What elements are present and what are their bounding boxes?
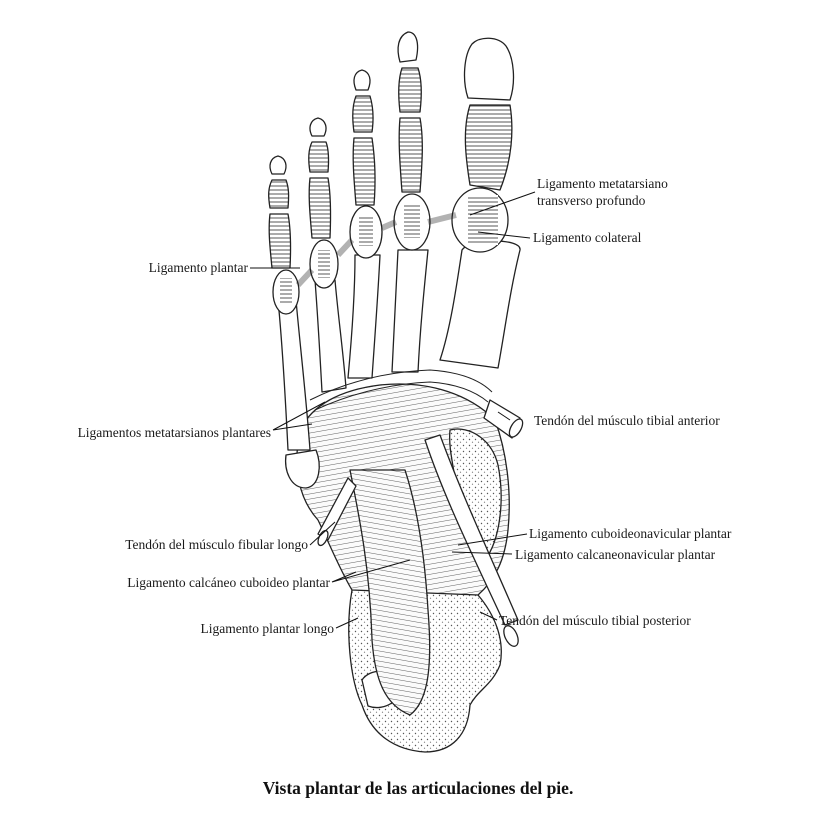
foot-illustration xyxy=(268,31,524,753)
label-tendon-tibial-posterior: Tendón del músculo tibial posterior xyxy=(499,613,691,628)
label-transverso-profundo: transverso profundo xyxy=(537,193,646,208)
label-lig-colateral: Ligamento colateral xyxy=(533,230,642,245)
figure-caption: Vista plantar de las articulaciones del … xyxy=(262,778,574,798)
label-tendon-tibial-anterior: Tendón del músculo tibial anterior xyxy=(534,413,720,428)
label-lig-metatarsiano: Ligamento metatarsiano xyxy=(537,176,668,191)
metatarsal-2 xyxy=(391,249,429,373)
label-lig-calcaneo-cuboideo: Ligamento calcáneo cuboideo plantar xyxy=(127,575,330,590)
hallux-proximal xyxy=(464,104,513,191)
metatarsal-3 xyxy=(347,254,381,379)
hallux-distal xyxy=(463,37,515,101)
long-plantar-ligament xyxy=(349,469,431,716)
label-lig-plantar: Ligamento plantar xyxy=(149,260,249,275)
label-tendon-fibular-longo: Tendón del músculo fibular longo xyxy=(125,537,308,552)
label-lig-cuboideonavicular: Ligamento cuboideonavicular plantar xyxy=(529,526,732,541)
label-lig-plantar-longo: Ligamento plantar longo xyxy=(201,621,335,636)
metatarsal-5 xyxy=(277,299,311,451)
metatarsal-1 xyxy=(439,240,521,369)
label-lig-metatarsianos-plantares: Ligamentos metatarsianos plantares xyxy=(78,425,271,440)
leader-lines xyxy=(250,191,536,629)
metatarsal-4 xyxy=(314,279,347,393)
label-lig-calcaneonavicular: Ligamento calcaneonavicular plantar xyxy=(515,547,716,562)
